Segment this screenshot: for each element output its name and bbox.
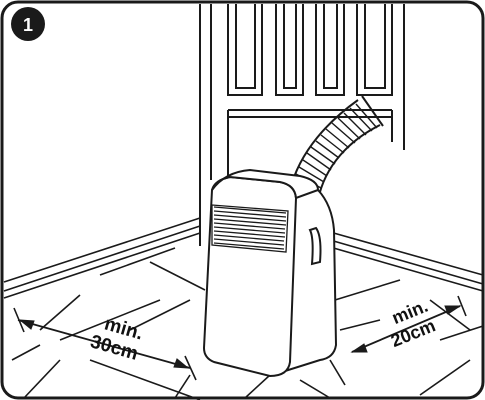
right-clearance-label: min. 20cm — [380, 296, 439, 351]
left-clearance-label: min. 30cm — [88, 311, 146, 365]
step-number: 1 — [23, 15, 33, 35]
step-badge: 1 — [11, 7, 45, 41]
air-conditioner-unit — [204, 170, 336, 376]
